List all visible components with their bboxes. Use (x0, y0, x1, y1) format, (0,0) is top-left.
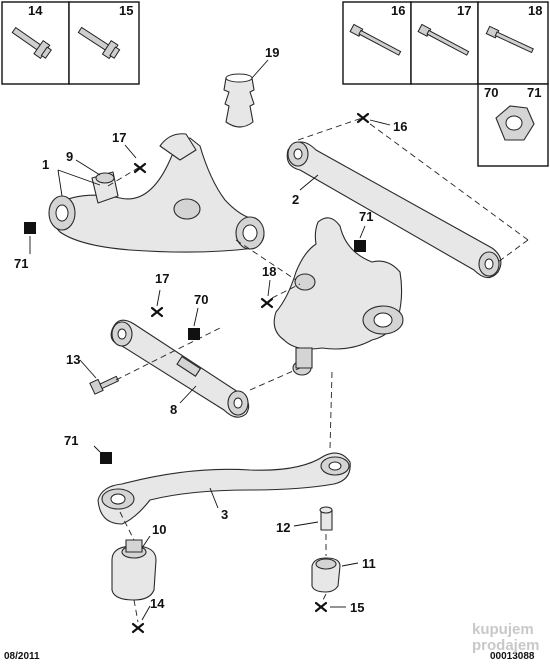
label-15-box: 15 (119, 3, 133, 18)
bushing-10 (111, 539, 157, 601)
lateral-link-2 (286, 141, 502, 279)
bolt-18-icon (485, 25, 534, 54)
square-marker-71-left (24, 222, 36, 234)
label-16-box: 16 (391, 3, 405, 18)
label-70-box: 70 (484, 85, 498, 100)
square-marker-70-side (188, 328, 200, 340)
hex-nut-icon (495, 105, 535, 141)
label-1: 1 (42, 157, 49, 172)
fastener-box-16: 16 (342, 1, 412, 85)
square-marker-71-mid (354, 240, 366, 252)
label-71-mid: 71 (359, 209, 373, 224)
fastener-box-17: 17 (410, 1, 479, 85)
label-71-box: 71 (527, 85, 541, 100)
star-marker-14-bottom (131, 622, 145, 634)
upper-control-arm-1 (48, 133, 265, 253)
fastener-box-70-71: 70 71 (477, 83, 549, 167)
bolt-14-icon (11, 26, 52, 60)
label-17-box: 17 (457, 3, 471, 18)
fastener-box-15: 15 (68, 1, 140, 85)
bump-stop-19: 19 (223, 45, 279, 128)
label-3: 3 (221, 507, 228, 522)
footer-ref: 00013088 (490, 651, 535, 662)
bolt-17-icon (417, 23, 470, 56)
bolt-16-icon (349, 23, 402, 56)
label-16-side: 16 (393, 119, 407, 134)
label-19: 19 (265, 45, 279, 60)
label-15-bottom: 15 (350, 600, 364, 615)
label-13: 13 (66, 352, 80, 367)
bushing-9 (91, 171, 119, 204)
star-marker-15-bottom (314, 601, 328, 613)
label-18-side: 18 (262, 264, 276, 279)
watermark-line1: kupujem (472, 621, 534, 638)
label-17-mid: 17 (155, 271, 169, 286)
label-11: 11 (362, 556, 376, 571)
fastener-box-18: 18 (477, 1, 549, 85)
bolt-13-icon (89, 375, 120, 395)
lower-arm-3 (97, 452, 351, 525)
toe-link-8 (110, 319, 250, 418)
star-marker-17-mid (150, 306, 164, 318)
label-17-upper: 17 (112, 130, 126, 145)
label-9: 9 (66, 149, 73, 164)
label-14-bottom: 14 (150, 596, 165, 611)
label-2: 2 (292, 192, 299, 207)
label-12: 12 (276, 520, 290, 535)
star-marker-17-upper (133, 162, 147, 174)
label-71-left: 71 (14, 256, 28, 271)
square-marker-71-lower (100, 452, 112, 464)
star-marker-18-side (260, 297, 274, 309)
bolt-15-icon (77, 26, 121, 60)
watermark-line2: prodajem (472, 637, 540, 654)
label-18-box: 18 (528, 3, 542, 18)
label-10: 10 (152, 522, 166, 537)
fastener-box-14: 14 (1, 1, 70, 85)
bushing-11 (311, 557, 341, 593)
label-14-box: 14 (28, 3, 43, 18)
star-marker-16-side (356, 112, 370, 124)
watermark-logo: kupujem prodajem (472, 621, 540, 654)
label-8: 8 (170, 402, 177, 417)
label-71-lower: 71 (64, 433, 78, 448)
spacer-12 (319, 506, 333, 531)
label-70-side: 70 (194, 292, 208, 307)
hub-carrier (273, 217, 404, 376)
footer-date: 08/2011 (4, 651, 40, 662)
